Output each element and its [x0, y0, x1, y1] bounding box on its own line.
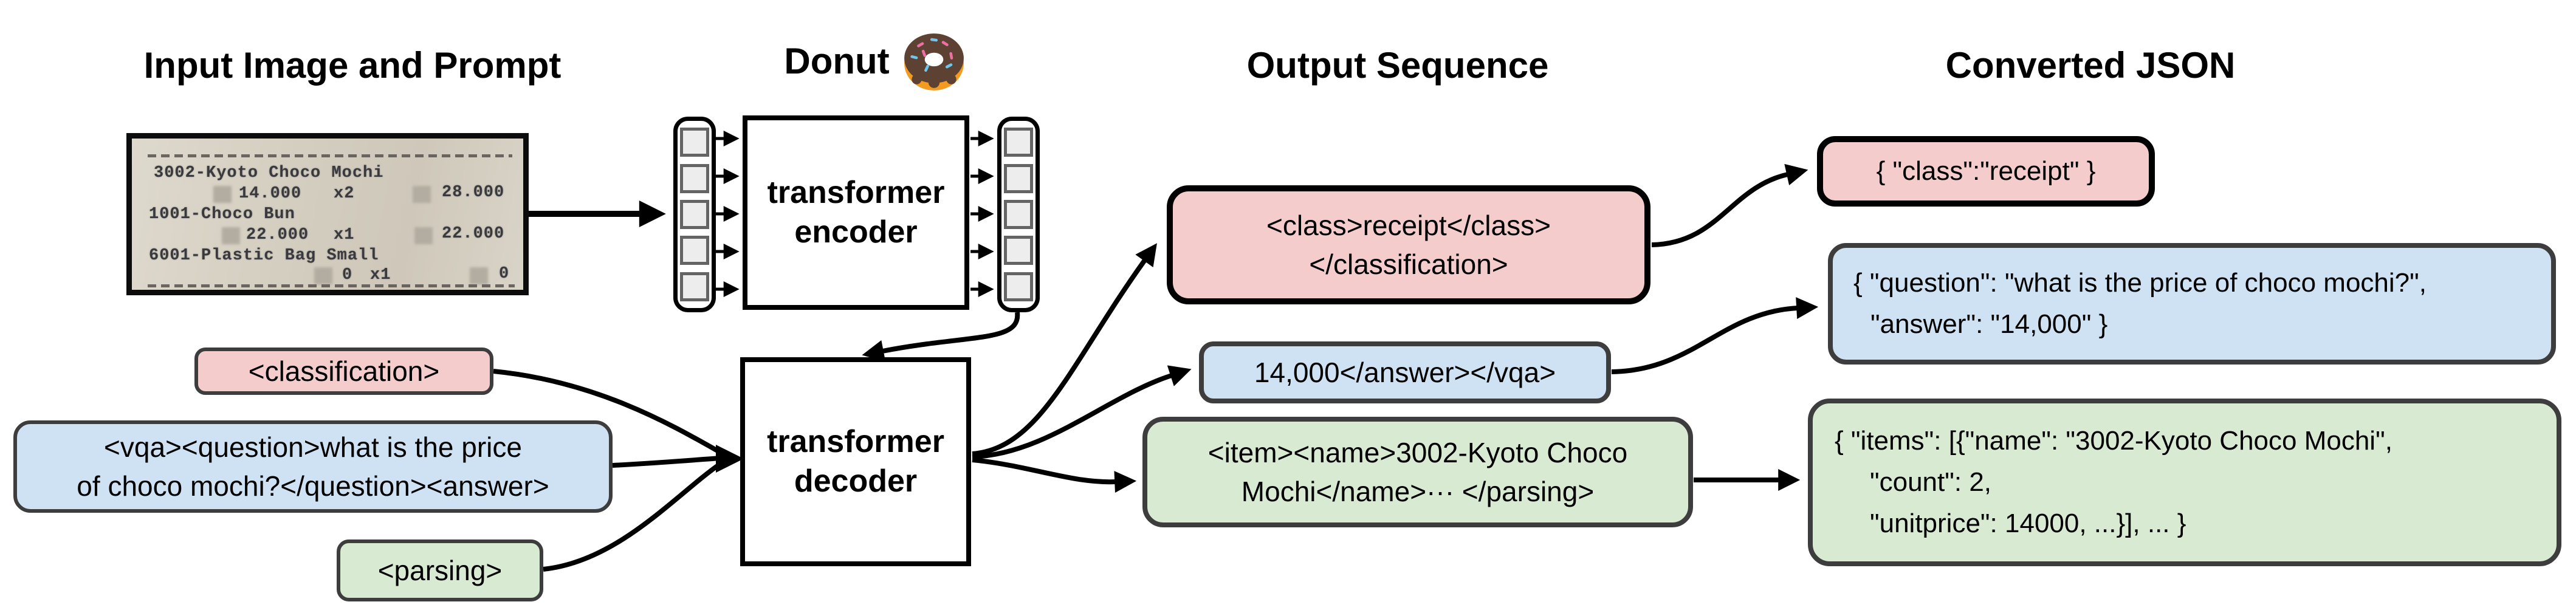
output-parsing-line2: Mochi</name>··· </parsing> [1241, 476, 1595, 507]
patch-square [1004, 236, 1033, 265]
patch-square [680, 163, 709, 193]
patch-square [680, 199, 709, 229]
prompt-classification: <classification> [194, 348, 493, 395]
receipt-amount: 0 [499, 265, 510, 283]
redaction-box [222, 227, 240, 244]
receipt-amount: 28.000 [442, 183, 505, 202]
json-parsing-line3: "unitprice": 14000, ...}], ... } [1870, 509, 2186, 539]
json-vqa-line1: { "question": "what is the price of choc… [1853, 267, 2427, 298]
transformer-decoder-block: transformer decoder [740, 357, 971, 566]
redaction-box [213, 186, 232, 203]
output-classification-line2: </classification> [1309, 248, 1508, 280]
redaction-box [314, 267, 332, 284]
patch-square [680, 128, 709, 157]
receipt-qty: x1 [370, 266, 391, 284]
receipt-item-name: 1001-Choco Bun [149, 205, 295, 224]
prompt-parsing: <parsing> [337, 539, 543, 601]
prompt-vqa: <vqa><question>what is the price of choc… [13, 420, 613, 513]
patch-square [1004, 199, 1033, 229]
section-title-input-label: Input Image and Prompt [143, 44, 562, 86]
prompt-vqa-line1: <vqa><question>what is the price [104, 431, 522, 463]
receipt-image: 3002-Kyoto Choco Mochi 14.000 x2 28.000 … [126, 133, 529, 295]
donut-icon [904, 33, 964, 91]
encoder-label-line1: transformer [767, 175, 945, 210]
transformer-encoder-block: transformer encoder [743, 115, 969, 310]
json-classification-text: { "class":"receipt" } [1876, 156, 2096, 186]
json-classification: { "class":"receipt" } [1817, 136, 2155, 207]
prompt-classification-text: <classification> [248, 355, 440, 387]
prompt-parsing-text: <parsing> [377, 554, 503, 586]
section-title-json: Converted JSON [1878, 32, 2303, 98]
receipt-item-name: 6001-Plastic Bag Small [149, 247, 379, 265]
encoder-label-line2: encoder [794, 214, 918, 250]
patch-square [680, 236, 709, 265]
receipt-item-name: 3002-Kyoto Choco Mochi [154, 164, 384, 182]
json-vqa-line2: "answer": "14,000" } [1870, 309, 2108, 339]
section-title-json-label: Converted JSON [1945, 44, 2236, 86]
section-title-model-label: Donut [784, 40, 890, 81]
redaction-box [413, 186, 431, 203]
patch-square [1004, 128, 1033, 157]
output-parsing: <item><name>3002-Kyoto Choco Mochi</name… [1142, 417, 1693, 527]
receipt-amount: 22.000 [442, 225, 505, 243]
section-title-output-label: Output Sequence [1246, 44, 1549, 86]
json-vqa: { "question": "what is the price of choc… [1828, 243, 2556, 365]
receipt-unit-price: 22.000 [246, 226, 309, 244]
decoder-label-line1: transformer [767, 424, 944, 459]
output-parsing-line1: <item><name>3002-Kyoto Choco [1207, 436, 1628, 468]
output-classification-line1: <class>receipt</class> [1266, 209, 1551, 241]
redaction-box [414, 227, 433, 244]
prompt-vqa-line2: of choco mochi?</question><answer> [77, 470, 549, 502]
receipt-content: 3002-Kyoto Choco Mochi 14.000 x2 28.000 … [132, 139, 523, 290]
output-vqa: 14,000</answer></vqa> [1199, 341, 1611, 403]
patch-square [1004, 163, 1033, 193]
json-parsing-line1: { "items": [{"name": "3002-Kyoto Choco M… [1835, 425, 2392, 456]
receipt-qty: x2 [334, 185, 355, 203]
receipt-divider-bottom [148, 284, 515, 287]
decoder-label-line2: decoder [794, 464, 918, 499]
section-title-model: Donut [747, 27, 1003, 94]
json-parsing-line2: "count": 2, [1870, 467, 1992, 497]
receipt-qty: x1 [334, 226, 355, 244]
section-title-input: Input Image and Prompt [85, 32, 620, 98]
section-title-output: Output Sequence [1185, 32, 1610, 98]
json-parsing: { "items": [{"name": "3002-Kyoto Choco M… [1808, 399, 2561, 566]
patch-square [680, 272, 709, 301]
receipt-unit-price: 14.000 [239, 185, 302, 203]
receipt-unit-price: 0 [342, 266, 353, 284]
output-classification: <class>receipt</class> </classification> [1167, 185, 1650, 304]
patch-square [1004, 272, 1033, 301]
input-patch-embeddings [673, 117, 716, 312]
output-vqa-text: 14,000</answer></vqa> [1254, 356, 1556, 388]
redaction-box [470, 267, 488, 284]
receipt-divider-top [148, 154, 512, 157]
encoded-patch-embeddings [997, 117, 1040, 312]
